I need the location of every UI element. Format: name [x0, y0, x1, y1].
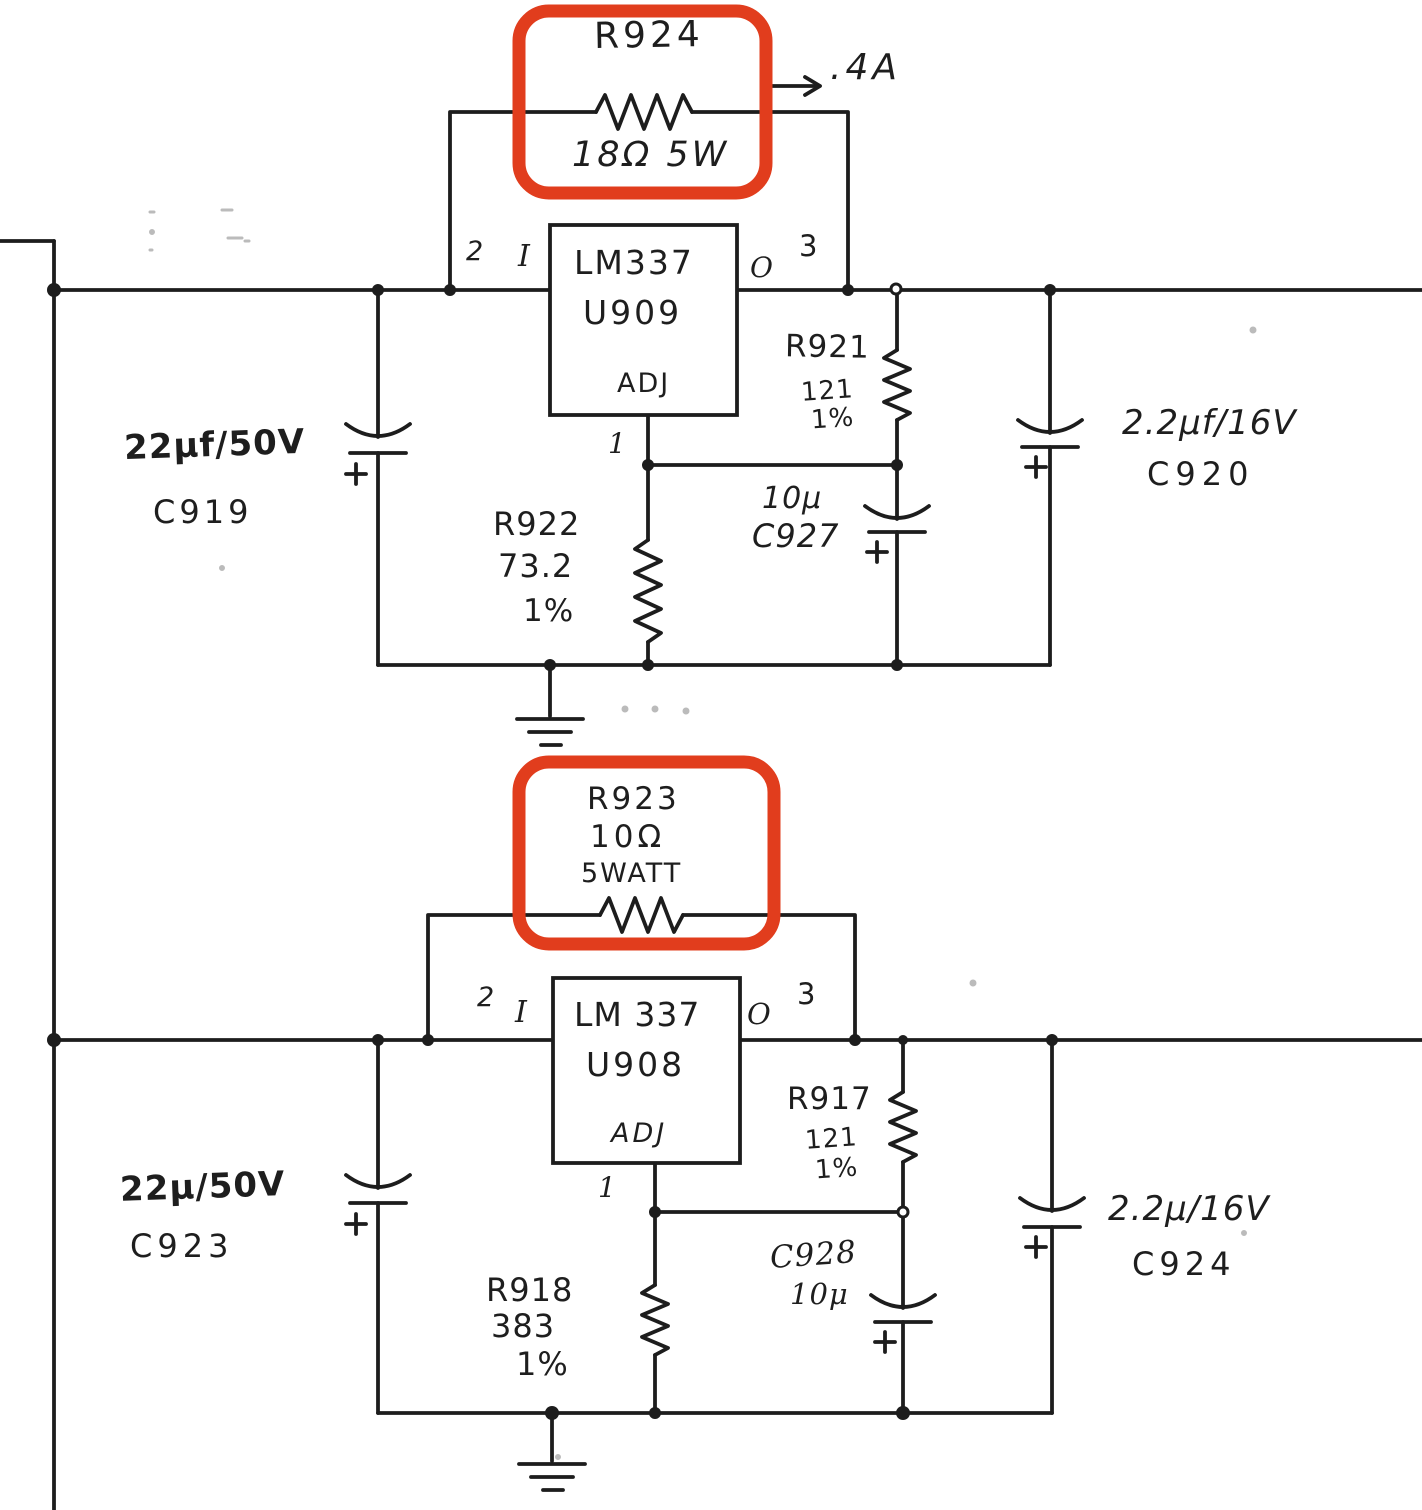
- c920-symbol: [1016, 288, 1084, 667]
- label-r918-ref: R918: [486, 1271, 574, 1309]
- ground-symbol-2: [517, 1411, 587, 1492]
- plus-polarity: [1024, 455, 1048, 479]
- label-u908-pin-out: O: [747, 997, 772, 1031]
- label-u908-ref: U908: [586, 1045, 686, 1084]
- label-r924-value: 18Ω 5W: [572, 135, 730, 175]
- label-u908-part: LM 337: [574, 995, 701, 1034]
- r922-symbol: [633, 413, 663, 667]
- label-u908-pin1: 1: [598, 1171, 617, 1204]
- cap-curved-plate: [1018, 1196, 1086, 1212]
- plus-polarity: [344, 462, 368, 486]
- label-r922-value: 73.2: [498, 547, 574, 585]
- label-u908-pin2: 2: [477, 982, 496, 1013]
- label-r917-tolerance: 1%: [814, 1152, 860, 1186]
- plus-polarity: [344, 1212, 368, 1236]
- c927-symbol: [863, 463, 931, 667]
- r921-symbol: [882, 288, 912, 467]
- cap-curved-plate: [344, 422, 412, 438]
- resistor-zigzag: [633, 538, 663, 644]
- label-u908-pin-in: I: [515, 995, 528, 1030]
- label-c923-ref: C923: [130, 1227, 234, 1265]
- label-c920-value: 2.2μf/16V: [1122, 403, 1297, 443]
- u908-body: [551, 976, 742, 1165]
- plus-polarity: [1024, 1235, 1048, 1259]
- wiring: [0, 75, 1422, 1510]
- c919-symbol: [344, 288, 412, 667]
- resistor-zigzag: [594, 93, 694, 131]
- c924-symbol: [1018, 1038, 1086, 1415]
- label-c924-ref: C924: [1132, 1245, 1236, 1283]
- current-arrow-icon: [762, 75, 822, 97]
- label-r923-value: 10Ω: [590, 819, 666, 855]
- label-r918-tolerance: 1%: [516, 1345, 569, 1383]
- label-r918-value: 383: [491, 1307, 556, 1345]
- cap-curved-plate: [344, 1173, 412, 1189]
- r924-symbol: [448, 93, 850, 292]
- label-u909-part: LM337: [574, 243, 694, 282]
- r923-symbol: [426, 896, 857, 1042]
- r917-symbol: [888, 1038, 918, 1214]
- open-junction: [889, 282, 903, 296]
- resistor-zigzag: [888, 1090, 918, 1164]
- pencil-smudges: [148, 208, 1257, 1460]
- label-r917-value: 121: [804, 1122, 859, 1156]
- label-r922-tolerance: 1%: [523, 593, 575, 629]
- label-c920-ref: C920: [1147, 455, 1255, 493]
- label-r917-ref: R917: [787, 1081, 872, 1117]
- label-u908-pin3: 3: [797, 977, 817, 1011]
- u909-body: [548, 223, 739, 417]
- label-c927-value: 10μ: [762, 481, 823, 516]
- label-u909-ref: U909: [583, 293, 683, 332]
- ground-symbol-1: [515, 663, 585, 747]
- label-c923-value: 22μ/50V: [119, 1164, 287, 1210]
- cap-curved-plate: [1016, 418, 1084, 434]
- label-r923-ref: R923: [587, 781, 680, 817]
- label-c928-value: 10μ: [790, 1277, 849, 1311]
- label-r921-tolerance: 1%: [810, 402, 856, 436]
- label-c919-value: 22μf/50V: [123, 421, 306, 469]
- junction-dots: [47, 282, 1058, 1420]
- plus-polarity: [873, 1330, 897, 1354]
- plus-polarity: [865, 540, 889, 564]
- label-u909-pin-out: O: [750, 251, 774, 284]
- label-r922-ref: R922: [493, 505, 581, 543]
- cap-curved-plate: [869, 1293, 937, 1309]
- label-r921-ref: R921: [784, 328, 871, 366]
- resistor-zigzag: [640, 1283, 670, 1357]
- label-output-current: .4A: [830, 47, 901, 88]
- label-c924-value: 2.2μ/16V: [1108, 1189, 1270, 1229]
- label-u909-pin1: 1: [608, 427, 627, 460]
- label-u909-pin-in: I: [518, 239, 531, 274]
- r918-symbol: [640, 1161, 670, 1415]
- label-r924-ref: R924: [593, 14, 705, 57]
- resistor-zigzag: [598, 896, 685, 934]
- resistor-zigzag: [882, 348, 912, 422]
- c928-symbol: [869, 1210, 937, 1415]
- highlight-box-r924: [512, 4, 773, 200]
- label-r923-power: 5WATT: [581, 858, 683, 889]
- c923-symbol: [344, 1038, 412, 1415]
- cap-curved-plate: [863, 504, 931, 520]
- label-u909-adj: ADJ: [617, 368, 671, 399]
- label-c927-ref: C927: [752, 517, 840, 555]
- label-u909-pin2: 2: [466, 236, 485, 267]
- label-u909-pin3: 3: [799, 229, 819, 263]
- label-r921-value: 121: [800, 374, 855, 408]
- label-c919-ref: C919: [153, 493, 253, 531]
- label-c928-ref: C928: [768, 1234, 859, 1276]
- highlight-box-r923: [512, 755, 781, 951]
- label-u908-adj: ADJ: [611, 1118, 668, 1149]
- open-junction: [896, 1205, 910, 1219]
